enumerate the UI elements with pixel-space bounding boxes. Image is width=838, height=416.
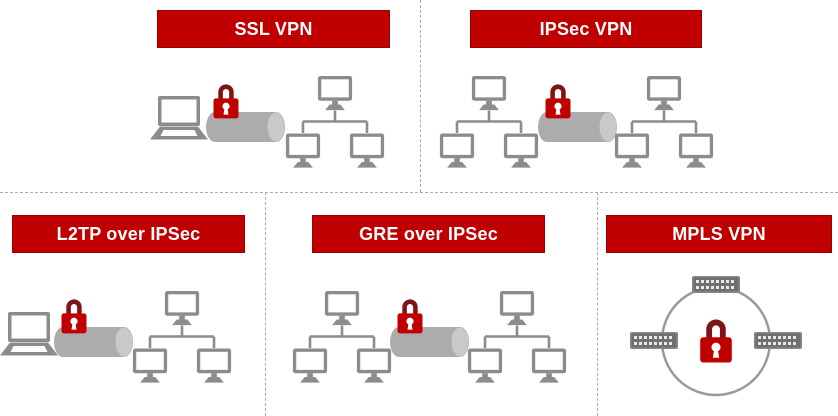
panel-gre-over-ipsec: GRE over IPSec bbox=[265, 192, 597, 416]
divider-vertical-top bbox=[420, 0, 421, 192]
lan-tree-icon bbox=[283, 76, 387, 176]
vpn-tunnel-lock-icon bbox=[204, 80, 288, 144]
vpn-tunnel-lock-icon bbox=[536, 80, 620, 144]
vpn-tunnel-lock-icon bbox=[388, 295, 472, 359]
lan-tree-icon bbox=[465, 291, 569, 391]
l2tp-title: L2TP over IPSec bbox=[56, 223, 201, 244]
switch-icon bbox=[754, 332, 802, 349]
divider-vertical-bottom-left bbox=[265, 192, 266, 416]
mpls-switch-ring bbox=[616, 270, 816, 407]
ssl-vpn-title: SSL VPN bbox=[234, 18, 313, 39]
lock-icon bbox=[700, 322, 732, 362]
panel-ssl-vpn: SSL VPN bbox=[0, 0, 420, 192]
divider-vertical-bottom-right bbox=[597, 192, 598, 416]
ipsec-vpn-title-banner: IPSec VPN bbox=[470, 10, 702, 48]
mpls-title-banner: MPLS VPN bbox=[606, 215, 832, 253]
laptop-icon bbox=[150, 96, 208, 142]
panel-l2tp-over-ipsec: L2TP over IPSec bbox=[0, 192, 265, 416]
divider-horizontal bbox=[0, 192, 838, 193]
lan-tree-icon bbox=[130, 291, 234, 391]
mpls-title: MPLS VPN bbox=[672, 223, 766, 244]
vpn-tunnel-lock-icon bbox=[52, 295, 136, 359]
ipsec-vpn-title: IPSec VPN bbox=[539, 18, 633, 39]
panel-mpls-vpn: MPLS VPN bbox=[597, 192, 838, 416]
lan-tree-icon bbox=[612, 76, 716, 176]
gre-title: GRE over IPSec bbox=[359, 223, 498, 244]
panel-ipsec-vpn: IPSec VPN bbox=[420, 0, 838, 192]
l2tp-title-banner: L2TP over IPSec bbox=[12, 215, 245, 253]
laptop-icon bbox=[0, 312, 58, 358]
gre-title-banner: GRE over IPSec bbox=[312, 215, 545, 253]
ssl-vpn-title-banner: SSL VPN bbox=[157, 10, 390, 48]
lan-tree-icon bbox=[290, 291, 394, 391]
switch-icon bbox=[692, 276, 740, 293]
lan-tree-icon bbox=[437, 76, 541, 176]
switch-icon bbox=[630, 332, 678, 349]
